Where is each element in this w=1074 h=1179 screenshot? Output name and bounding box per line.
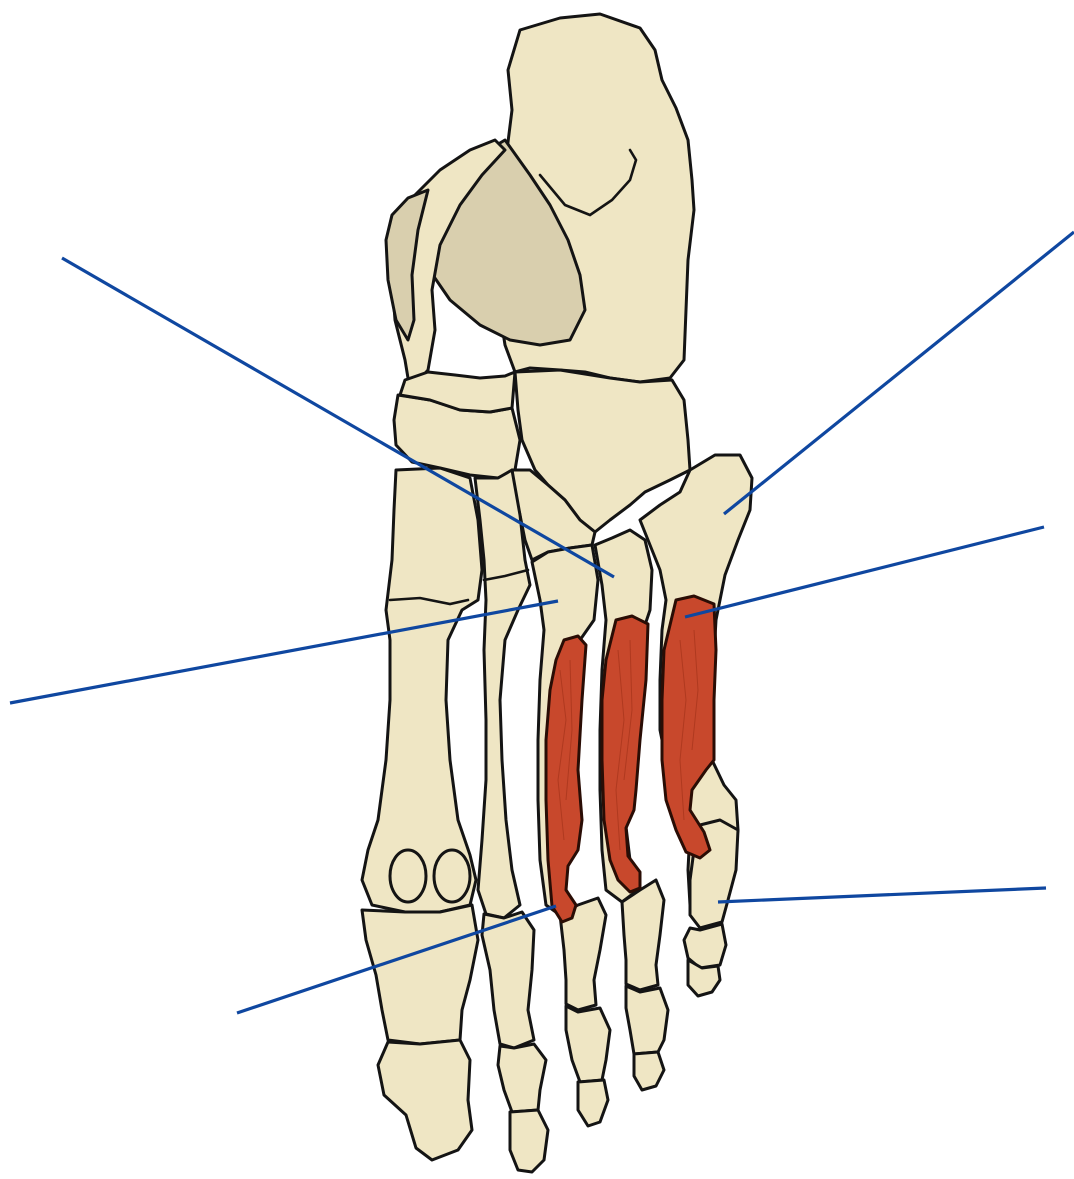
sesamoid-medial [390, 850, 426, 902]
toe-4-proximal-phalanx [622, 880, 664, 990]
toe-4-middle-phalanx [626, 986, 668, 1054]
toe-2-distal-phalanx [510, 1110, 548, 1172]
sesamoid-lateral [434, 850, 470, 902]
